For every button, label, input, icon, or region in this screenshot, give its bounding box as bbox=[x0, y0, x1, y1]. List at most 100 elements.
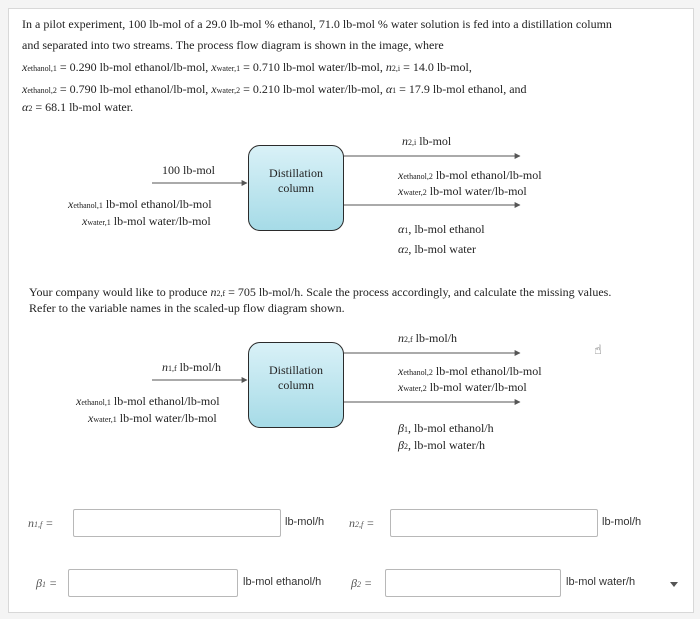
var-sub: 2 bbox=[403, 442, 408, 451]
var-x: x bbox=[398, 184, 404, 198]
var-sub: 2 bbox=[356, 580, 361, 589]
var-sub: ethanol,2 bbox=[27, 86, 57, 95]
var-sub: water,1 bbox=[87, 218, 111, 227]
unit-text: lb-mol ethanol/lb-mol bbox=[435, 364, 542, 378]
var-sub: ethanol,1 bbox=[81, 398, 111, 407]
equals-sign: = bbox=[42, 516, 54, 530]
var-sub: 2,f bbox=[404, 335, 413, 344]
var-beta: β bbox=[398, 421, 404, 435]
var-sub: water,1 bbox=[93, 415, 117, 424]
var-alpha: α bbox=[398, 222, 405, 236]
b2-label: β2 = bbox=[351, 576, 372, 591]
var-sub: 2,i bbox=[408, 138, 417, 147]
beta2-input[interactable] bbox=[385, 569, 561, 597]
unit-text: lb-mol water/lb-mol bbox=[119, 411, 217, 425]
b1-label: β1 = bbox=[36, 576, 57, 591]
mouse-cursor-icon: ☝ bbox=[594, 343, 602, 358]
given-line-3: x ethanol,1 = 0.290 lb-mol ethanol/lb-mol… bbox=[22, 60, 472, 76]
intro-line-2: and separated into two streams. The proc… bbox=[22, 38, 444, 52]
given-text: = 0.210 lb-mol water/lb-mol, bbox=[240, 82, 386, 96]
out-x-water-1: xwater,2 lb-mol water/lb-mol bbox=[398, 184, 527, 200]
var-sub: ethanol,1 bbox=[27, 64, 57, 73]
var-x: x bbox=[211, 60, 217, 74]
var-sub: water,2 bbox=[403, 384, 427, 393]
var-n: n bbox=[349, 516, 355, 530]
var-sub: 1 bbox=[404, 226, 409, 235]
equals-sign: = bbox=[45, 576, 58, 590]
var-sub: 1 bbox=[403, 425, 408, 434]
var-sub: ethanol,2 bbox=[403, 172, 433, 181]
beta1-input[interactable] bbox=[68, 569, 238, 597]
unit-text: lb-mol water/lb-mol bbox=[429, 184, 527, 198]
unit-text: , lb-mol ethanol/h bbox=[407, 421, 494, 435]
unit-text: lb-mol ethanol/lb-mol bbox=[435, 168, 542, 182]
var-sub: 1 bbox=[392, 86, 397, 95]
n1f-input[interactable] bbox=[73, 509, 281, 537]
unit-text: , lb-mol ethanol bbox=[408, 222, 485, 236]
var-sub: 2 bbox=[404, 246, 409, 255]
var-n: n bbox=[210, 285, 217, 299]
unit-text: , lb-mol water bbox=[408, 242, 476, 256]
beta-2: β2, lb-mol water/h bbox=[398, 438, 485, 454]
given-text: = 0.790 lb-mol ethanol/lb-mol, bbox=[56, 82, 212, 96]
top-stream-2: n2,f lb-mol/h bbox=[398, 331, 457, 347]
var-n: n bbox=[162, 360, 168, 374]
unit-text: lb-mol ethanol/lb-mol bbox=[105, 197, 212, 211]
var-beta: β bbox=[36, 576, 42, 590]
feed-x-ethanol-2: xethanol,1 lb-mol ethanol/lb-mol bbox=[76, 394, 220, 410]
n1f-unit: lb-mol/h bbox=[285, 516, 325, 528]
feed-x-water-1: xwater,1 lb-mol water/lb-mol bbox=[82, 214, 211, 230]
beta-1: β1, lb-mol ethanol/h bbox=[398, 421, 494, 437]
var-beta: β bbox=[398, 438, 404, 452]
var-x: x bbox=[398, 380, 404, 394]
var-x: x bbox=[82, 214, 88, 228]
n2f-unit: lb-mol/h bbox=[602, 516, 642, 528]
scale-instruction-1: Your company would like to produce n2,f … bbox=[29, 285, 611, 301]
given-text: = 0.710 lb-mol water/lb-mol, bbox=[240, 60, 386, 74]
unit-text: lb-mol/h bbox=[412, 331, 458, 345]
scale-instruction-2: Refer to the variable names in the scale… bbox=[29, 301, 345, 315]
var-x: x bbox=[88, 411, 94, 425]
var-sub: 2,f bbox=[355, 520, 364, 529]
out-x-ethanol-2: xethanol,2 lb-mol ethanol/lb-mol bbox=[398, 364, 542, 380]
var-n: n bbox=[402, 134, 408, 148]
unit-text: lb-mol water/lb-mol bbox=[429, 380, 527, 394]
n2f-input[interactable] bbox=[390, 509, 598, 537]
given-text: = 68.1 lb-mol water. bbox=[32, 100, 134, 114]
equals-sign: = bbox=[363, 516, 375, 530]
var-x: x bbox=[398, 364, 404, 378]
out-x-water-2: xwater,2 lb-mol water/lb-mol bbox=[398, 380, 527, 396]
var-alpha: α bbox=[22, 100, 29, 114]
unit-text: , lb-mol water/h bbox=[407, 438, 485, 452]
feed-stream-2: n1,f lb-mol/h bbox=[162, 360, 221, 376]
given-text: = 0.290 lb-mol ethanol/lb-mol, bbox=[56, 60, 212, 74]
var-alpha: α bbox=[398, 242, 405, 256]
var-sub: water,1 bbox=[216, 64, 241, 73]
var-x: x bbox=[22, 82, 28, 96]
var-sub: 1,f bbox=[168, 364, 177, 373]
var-x: x bbox=[76, 394, 82, 408]
scroll-down-icon[interactable] bbox=[670, 582, 678, 587]
given-text: = 17.9 lb-mol ethanol, and bbox=[396, 82, 527, 96]
var-sub: 1 bbox=[41, 580, 46, 589]
intro-line-1: In a pilot experiment, 100 lb-mol of a 2… bbox=[22, 17, 612, 31]
out-x-ethanol-1: xethanol,2 lb-mol ethanol/lb-mol bbox=[398, 168, 542, 184]
feed-x-ethanol-1: xethanol,1 lb-mol ethanol/lb-mol bbox=[68, 197, 212, 213]
distillation-column-1: Distillation column bbox=[248, 145, 344, 231]
var-sub: 2 bbox=[28, 104, 33, 113]
beta1-unit: lb-mol ethanol/h bbox=[243, 576, 322, 588]
top-stream-1: n2,i lb-mol bbox=[402, 134, 451, 150]
equals-sign: = bbox=[360, 576, 373, 590]
unit-text: lb-mol ethanol/lb-mol bbox=[113, 394, 220, 408]
unit-text: lb-mol bbox=[419, 134, 452, 148]
unit-text: lb-mol/h bbox=[176, 360, 222, 374]
alpha-1: α1, lb-mol ethanol bbox=[398, 222, 485, 238]
n1f-label: n1,f = bbox=[28, 516, 53, 531]
var-sub: 2,f bbox=[216, 289, 226, 298]
given-line-5: α2 = 68.1 lb-mol water. bbox=[22, 100, 133, 116]
beta2-unit: lb-mol water/h bbox=[566, 576, 636, 588]
instruction-text: = 705 lb-mol/h. Scale the process accord… bbox=[225, 285, 612, 299]
var-sub: 2,i bbox=[391, 64, 401, 73]
feed-amount-1: 100 lb-mol bbox=[162, 163, 215, 177]
